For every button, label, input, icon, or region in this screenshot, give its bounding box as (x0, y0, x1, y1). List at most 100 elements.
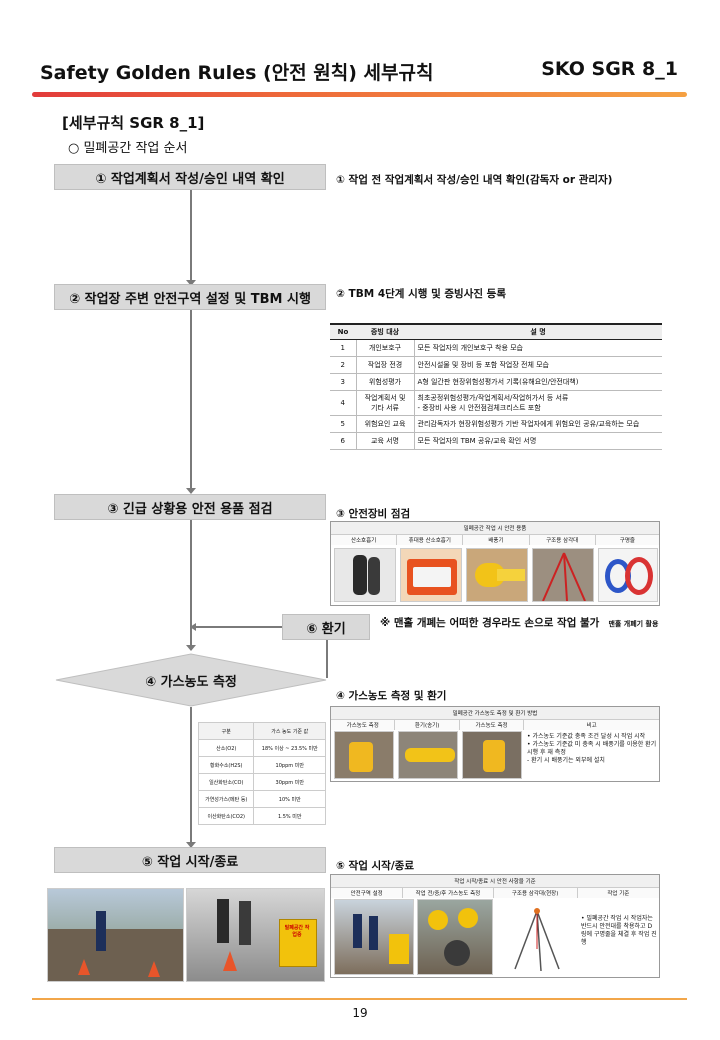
cell: 일산화탄소(CO) (197, 773, 255, 791)
table-row: 산소(O2)18% 이상 ~ 23.5% 미만 (197, 739, 326, 757)
arrow-down-icon (186, 280, 196, 286)
cell: 2 (330, 356, 357, 374)
footer-rule (32, 998, 687, 1000)
cell: 10ppm 미만 (253, 756, 326, 774)
cell: 6 (330, 432, 357, 450)
step-3-box: ③ 긴급 상황용 안전 용품 점검 (54, 494, 326, 520)
cell: 모든 작업자의 TBM 공유/교육 확인 서명 (414, 432, 662, 450)
remark-item: - 환기 시 배풍기는 외부에 설치 (527, 757, 605, 765)
step-4-diamond (55, 653, 327, 707)
gas-remarks: • 가스농도 기준값 충족 조건 달성 시 작업 시작 • 가스농도 기준값 미… (527, 733, 657, 765)
section-subheading: ○ 밀폐공간 작업 순서 (68, 141, 188, 156)
flow-line (190, 190, 192, 285)
table-row: 일산화탄소(CO)30ppm 미만 (197, 773, 326, 791)
cell: 위험성평가 (356, 373, 415, 391)
cell: 황화수소(H2S) (197, 756, 255, 774)
equipment-label: 산소호흡기 (331, 535, 398, 545)
ventilator-image (466, 548, 528, 602)
step-1-box: ① 작업계획서 작성/승인 내역 확인 (54, 164, 326, 190)
ventilation-image (398, 731, 458, 779)
sign-label: 밀폐공간 작업중 (284, 925, 310, 938)
cell: 관리감독자가 현장위험성평가 기반 작업자에게 위험요인 공유/교육하는 모습 (414, 415, 662, 433)
arrow-down-icon (186, 488, 196, 494)
column-header: 증빙 대상 (356, 323, 414, 340)
work-box-label: 작업 기준 (577, 888, 659, 898)
tripod-image (497, 899, 577, 975)
cell: 가연성가스(메탄 등) (197, 790, 255, 808)
step-2-box: ② 작업장 주변 안전구역 설정 및 TBM 시행 (54, 284, 326, 310)
section-heading: [세부규칙 SGR 8_1] (62, 114, 205, 132)
cell: 18% 이상 ~ 23.5% 미만 (253, 739, 326, 757)
cell: 작업계획서 및 기타 서류 (356, 390, 415, 416)
column-header: 설 명 (414, 323, 662, 340)
cell: 최초공정위험성평가/작업계획서/작업허가서 등 서류 - 중장비 사용 시 안전… (414, 390, 662, 416)
warning-text: ※ 맨홀 개폐는 어떠한 경우라도 손으로 작업 불가 (380, 617, 600, 629)
column-header: No (330, 323, 356, 340)
work-box-label: 안전구역 설정 (331, 888, 404, 898)
cell: 1.5% 미만 (253, 807, 326, 825)
work-box-label: 작업 전/중/후 가스농도 측정 (403, 888, 494, 898)
equipment-label: 구명줄 (595, 535, 659, 545)
gas-box-label: 가스농도 측정 (331, 720, 396, 730)
work-remarks: • 밀폐공간 작업 시 작업자는 반드시 안전대를 착용하고 D링에 구명줄을 … (581, 915, 657, 947)
cell: 개인보호구 (356, 339, 415, 357)
cell: 교육 서명 (356, 432, 415, 450)
equipment-caption: 밀폐공간 작업 시 안전 용품 (331, 522, 659, 535)
flow-line (192, 626, 282, 628)
note-3: ③ 안전장비 점검 (336, 508, 411, 520)
equipment-label: 구조용 삼각대 (529, 535, 596, 545)
step-4-label: ④ 가스농도 측정 (145, 674, 237, 690)
document-code: SKO SGR 8_1 (541, 58, 678, 80)
cell: 3 (330, 373, 357, 391)
gas-measurement-box: 밀폐공간 가스농도 측정 및 환기 방법 가스농도 측정 환기(송기) 가스농도… (330, 706, 660, 782)
table-row: 가연성가스(메탄 등)10% 미만 (197, 790, 326, 808)
cell: 모든 작업자의 개인보호구 착용 모습 (414, 339, 662, 357)
equipment-label: 휴대용 산소호흡기 (397, 535, 464, 545)
cell: 5 (330, 415, 357, 433)
cell: 산소(O2) (197, 739, 255, 757)
table-row: 이산화탄소(CO2)1.5% 미만 (197, 807, 326, 825)
warning-small: 맨홀 개폐기 활용 (608, 620, 659, 628)
lifeline-rope-image (598, 548, 658, 602)
cell: A형 일간판 현장위험성평가서 기록(유해요인/안전대책) (414, 373, 662, 391)
gas-box-label: 비고 (524, 720, 660, 730)
remark-item: • 가스농도 기준값 충족 조건 달성 시 작업 시작 (527, 733, 646, 740)
arrow-down-icon (186, 842, 196, 848)
warning-note: ※ 맨홀 개폐는 어떠한 경우라도 손으로 작업 불가 맨홀 개폐기 활용 (380, 611, 658, 630)
remark-item: • 가스농도 기준값 미 충족 시 배풍기를 이용한 환기 시행 후 재 측정 (527, 741, 657, 757)
gas-box-caption: 밀폐공간 가스농도 측정 및 환기 방법 (331, 707, 659, 720)
flow-line (190, 310, 192, 493)
arrow-down-icon (186, 645, 196, 651)
cell: 이산화탄소(CO2) (197, 807, 255, 825)
cell: 30ppm 미만 (253, 773, 326, 791)
work-box-caption: 작업 시작/종료 시 안전 사항을 기준 (331, 875, 659, 888)
equipment-label: 배풍기 (463, 535, 530, 545)
cell: 안전시설물 및 장비 등 포함 작업장 전체 모습 (414, 356, 662, 374)
gas-meter-image (462, 731, 522, 779)
rescue-tripod-image (532, 548, 594, 602)
step-6-box: ⑥ 환기 (282, 614, 370, 640)
column-header: 가스 농도 기준 값 (253, 722, 326, 740)
cell: 작업장 전경 (356, 356, 415, 374)
worksite-photo (47, 888, 184, 982)
equipment-box: 밀폐공간 작업 시 안전 용품 산소호흡기 휴대용 산소호흡기 배풍기 구조용 … (330, 521, 660, 606)
portable-respirator-image (400, 548, 462, 602)
note-4: ④ 가스농도 측정 및 환기 (336, 690, 447, 702)
flow-line (326, 628, 328, 678)
column-header: 구분 (197, 722, 255, 740)
note-2: ② TBM 4단계 시행 및 증빙사진 등록 (336, 288, 507, 300)
cell: 위험요인 교육 (356, 415, 415, 433)
safety-zone-photo (334, 899, 414, 975)
gas-check-photo (417, 899, 493, 975)
step-5-box: ⑤ 작업 시작/종료 (54, 847, 326, 873)
gas-box-label: 가스농도 측정 (459, 720, 525, 730)
work-box-label: 구조용 삼각대(현장) (493, 888, 578, 898)
